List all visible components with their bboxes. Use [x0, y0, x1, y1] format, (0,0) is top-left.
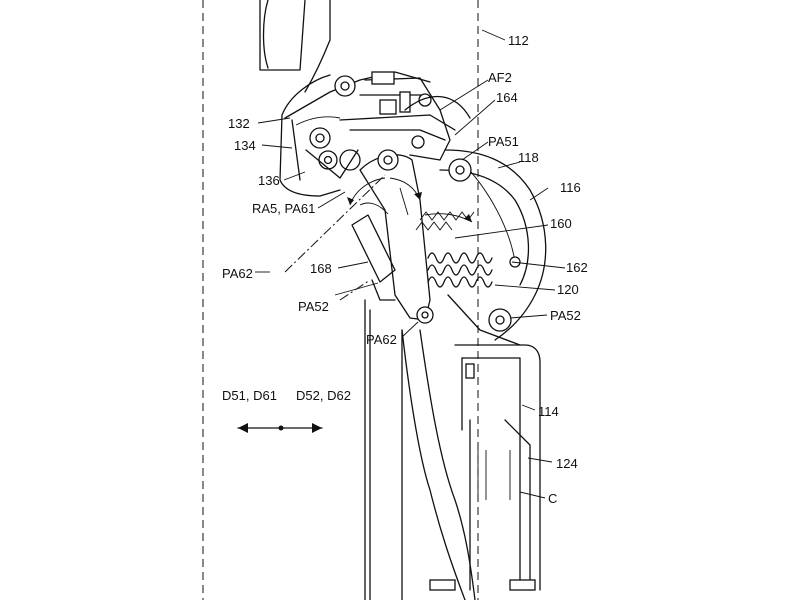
rotation-arrows	[347, 177, 473, 223]
label-132: 132	[228, 116, 250, 131]
label-ra5-pa61: RA5, PA61	[252, 201, 315, 216]
spring-160	[415, 211, 475, 231]
upper-mechanism	[339, 71, 471, 161]
link-member	[351, 149, 434, 324]
movable-member	[439, 149, 547, 346]
label-160: 160	[550, 216, 572, 231]
label-d51-d61: D51, D61	[222, 388, 277, 403]
label-c: C	[548, 491, 557, 506]
pivot-axis-line	[284, 174, 386, 273]
label-pa62-left: PA62	[222, 266, 253, 281]
leader-lines	[255, 29, 566, 499]
frame-tube	[259, 0, 403, 600]
label-116: 116	[560, 180, 581, 195]
label-d52-d62: D52, D62	[296, 388, 351, 403]
label-162: 162	[566, 260, 588, 275]
label-120: 120	[557, 282, 579, 297]
reference-labels: 112 AF2 164 132 134 PA51 118 116 136 RA5…	[222, 33, 588, 506]
label-118: 118	[518, 150, 539, 165]
spring-162	[427, 252, 493, 288]
label-pa52-left: PA52	[298, 299, 329, 314]
base-member	[279, 71, 431, 197]
label-114: 114	[538, 404, 559, 419]
label-pa51: PA51	[488, 134, 519, 149]
label-168: 168	[310, 261, 332, 276]
label-pa52-right: PA52	[550, 308, 581, 323]
label-112: 112	[508, 33, 529, 48]
label-136: 136	[258, 173, 280, 188]
label-pa62-lower: PA62	[366, 332, 397, 347]
label-af2: AF2	[488, 70, 512, 85]
label-164: 164	[496, 90, 518, 105]
label-124: 124	[556, 456, 578, 471]
direction-arrow	[237, 423, 323, 433]
pivot-axis-line-2	[339, 279, 371, 301]
label-134: 134	[234, 138, 256, 153]
chain-guide	[401, 329, 541, 600]
